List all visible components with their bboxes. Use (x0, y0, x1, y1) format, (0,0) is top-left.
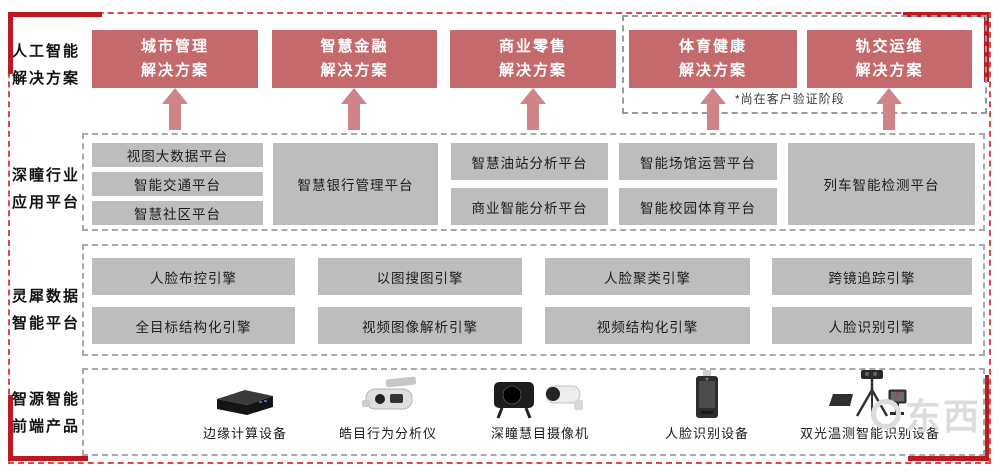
product-smart-camera: 深瞳慧目摄像机 (450, 374, 630, 442)
product-label: 人脸识别设备 (664, 426, 749, 441)
engine-box: 视频结构化引擎 (545, 307, 750, 344)
up-arrow-icon (520, 88, 546, 130)
frame-corner-top-left (8, 12, 102, 17)
row-label-line: 解决方案 (12, 70, 81, 87)
solution-line: 解决方案 (498, 62, 567, 79)
row-label-line: 前端产品 (12, 418, 81, 435)
frame-corner-bottom-left (8, 395, 13, 461)
platform-box: 智慧油站分析平台 (451, 143, 608, 180)
product-behavior-analyzer: 皓目行为分析仪 (308, 374, 468, 442)
up-arrow-icon (700, 88, 726, 130)
engine-box: 人脸聚类引擎 (545, 258, 750, 295)
engine-box: 人脸识别引擎 (772, 307, 972, 344)
engine-box: 以图搜图引擎 (318, 258, 522, 295)
platform-box: 智能交通平台 (92, 172, 263, 196)
solution-line: 轨交运维 (855, 38, 924, 55)
validation-stage-note: *尚在客户验证阶段 (735, 92, 845, 106)
up-arrow-icon (876, 88, 902, 130)
platform-box: 智慧社区平台 (92, 201, 263, 225)
row-label-line: 深瞳行业 (12, 167, 81, 184)
solution-box-sports-health: 体育健康 解决方案 (629, 30, 797, 88)
platform-box: 列车智能检测平台 (788, 143, 975, 225)
frame-corner-bottom-left (8, 456, 88, 461)
validation-stage-group-box (622, 15, 987, 114)
behavior-analyzer-device-icon (352, 374, 424, 420)
row-label-ai-solutions: 人工智能 解决方案 (12, 38, 96, 92)
face-recognition-terminal-icon (687, 370, 727, 420)
row-label-line: 灵犀数据 (12, 288, 81, 305)
product-thermal-tripod: 双光温测智能识别设备 (775, 370, 965, 442)
solution-box-rail-transit: 轨交运维 解决方案 (807, 30, 972, 88)
row-label-line: 智能平台 (12, 315, 81, 332)
platform-box: 智能校园体育平台 (619, 188, 777, 225)
solution-line: 解决方案 (140, 62, 209, 79)
frame-corner-bottom-right (984, 375, 989, 461)
solution-line: 城市管理 (140, 38, 209, 55)
solution-box-city-management: 城市管理 解决方案 (92, 30, 258, 88)
product-edge-compute: 边缘计算设备 (165, 374, 325, 442)
engine-box: 视频图像解析引擎 (318, 307, 522, 344)
solution-line: 体育健康 (678, 38, 747, 55)
row-label-line: 智源智能 (12, 391, 81, 408)
row-label-industry-platforms: 深瞳行业 应用平台 (12, 162, 96, 216)
frame-corner-top-right (903, 12, 989, 17)
solution-line: 商业零售 (498, 38, 567, 55)
engine-box: 全目标结构化引擎 (92, 307, 295, 344)
frame-corner-bottom-right (908, 456, 989, 461)
up-arrow-icon (341, 88, 367, 130)
solution-line: 解决方案 (855, 62, 924, 79)
row-label-frontend-products: 智源智能 前端产品 (12, 386, 96, 440)
solution-box-retail: 商业零售 解决方案 (450, 30, 616, 88)
product-label: 双光温测智能识别设备 (799, 426, 940, 441)
edge-compute-device-icon (209, 374, 281, 420)
solution-line: 解决方案 (320, 62, 389, 79)
row-label-data-platform: 灵犀数据 智能平台 (12, 283, 96, 337)
up-arrow-icon (162, 88, 188, 130)
dual-light-thermal-tripod-icon (827, 370, 913, 420)
row-label-line: 人工智能 (12, 43, 81, 60)
row-label-line: 应用平台 (12, 194, 81, 211)
product-label: 皓目行为分析仪 (338, 426, 437, 441)
platform-box: 智能场馆运营平台 (619, 143, 777, 180)
platform-box: 视图大数据平台 (92, 143, 263, 167)
product-face-terminal: 人脸识别设备 (642, 370, 772, 442)
platform-box: 商业智能分析平台 (451, 188, 608, 225)
engine-box: 人脸布控引擎 (92, 258, 295, 295)
product-label: 深瞳慧目摄像机 (490, 426, 589, 441)
smart-camera-device-icon (490, 374, 590, 420)
solution-line: 解决方案 (678, 62, 747, 79)
engine-box: 跨镜追踪引擎 (772, 258, 972, 295)
product-label: 边缘计算设备 (202, 426, 287, 441)
solution-line: 智慧金融 (320, 38, 389, 55)
frame-dashed-border (8, 12, 991, 464)
solution-box-smart-finance: 智慧金融 解决方案 (272, 30, 437, 88)
platform-box: 智慧银行管理平台 (273, 143, 438, 225)
frame-corner-top-left (8, 12, 13, 74)
